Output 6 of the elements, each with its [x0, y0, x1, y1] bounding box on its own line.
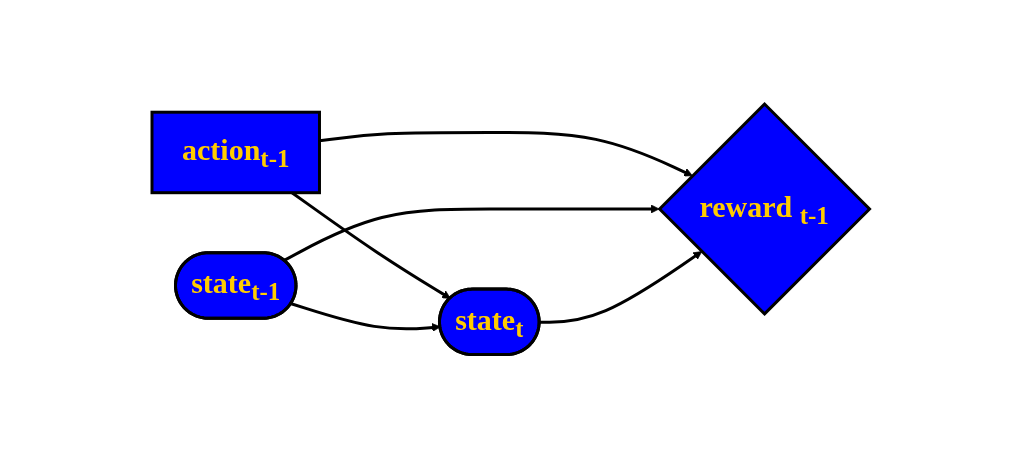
node-diamond: reward $_{t-1}$ [657, 101, 872, 316]
arrow [291, 302, 441, 332]
arrow [319, 130, 693, 177]
arrow [283, 204, 660, 262]
arrow [539, 250, 703, 324]
node-box: action$_{t-1}$ [150, 110, 322, 194]
